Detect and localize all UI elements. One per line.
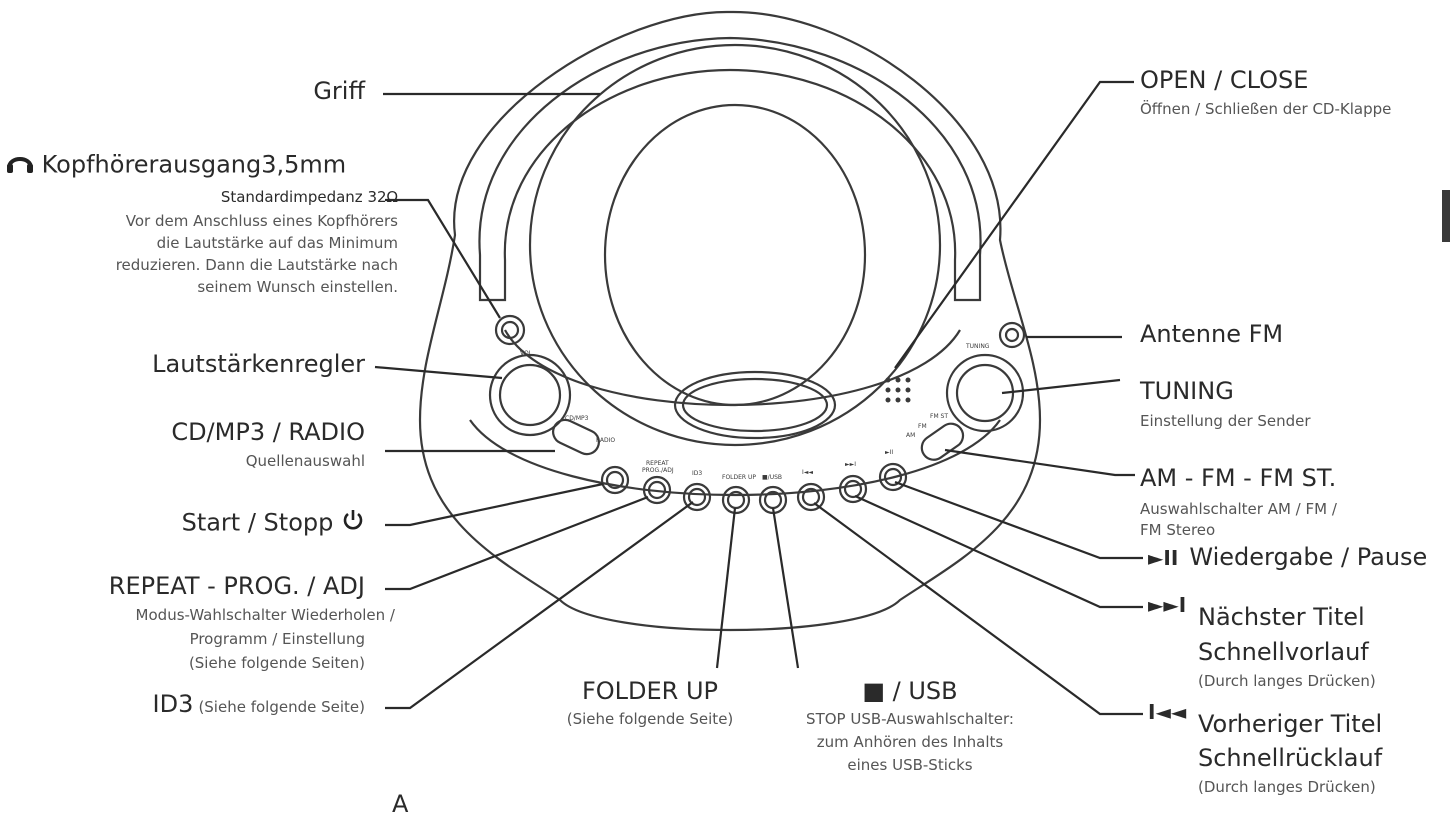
leader-prev <box>813 502 1143 716</box>
front-panel-lower <box>469 419 1001 497</box>
mark-tuning: TUNING <box>965 343 990 350</box>
play-pause-icon: ►II <box>1148 546 1179 570</box>
label-amfm: AM - FM - FM ST. <box>1140 464 1337 492</box>
label-tuning-sub: Einstellung der Sender <box>1140 412 1311 430</box>
cd-lid-inner <box>603 103 867 407</box>
mark-prog: PROG./ADJ <box>642 467 674 474</box>
label-usb-sub2: zum Anhören des Inhalts <box>816 733 1004 751</box>
label-open: OPEN / CLOSE <box>1140 66 1309 94</box>
leader-next <box>854 494 1143 609</box>
next-button <box>838 474 868 504</box>
repeat-button <box>642 475 672 505</box>
label-prev-symbol: I◄◄ <box>1148 700 1186 724</box>
mark-fmst: FM ST <box>930 413 948 420</box>
label-id3: ID3 (Siehe folgende Seite) <box>152 690 365 718</box>
label-kopfhoerer-sub3: die Lautstärke auf das Minimum <box>156 234 398 252</box>
handle-outline <box>478 36 982 302</box>
tuning-knob <box>945 353 1025 433</box>
label-kopfhoerer: Kopfhörerausgang3,5mm <box>6 150 386 181</box>
label-repeat-sub3: (Siehe folgende Seiten) <box>188 654 365 672</box>
mark-vol: VOL <box>520 350 533 357</box>
label-open-sub: Öffnen / Schließen der CD-Klappe <box>1140 100 1392 118</box>
label-kopfhoerer-sub5: seinem Wunsch einstellen. <box>197 278 398 296</box>
label-antenne: Antenne FM <box>1140 320 1284 348</box>
headphone-jack <box>494 314 526 346</box>
label-amfm-sub1: Auswahlschalter AM / FM / <box>1140 500 1337 518</box>
leader-open <box>894 80 1134 369</box>
mark-fm: FM <box>918 423 927 430</box>
leader-repeat <box>385 495 649 591</box>
label-usb-sub1: STOP USB-Auswahlschalter: <box>806 710 1014 728</box>
leader-amfm <box>944 448 1135 477</box>
id3-button <box>682 482 712 512</box>
leader-kopfhoerer <box>385 198 501 319</box>
label-startstopp: Start / Stopp <box>182 508 365 539</box>
label-griff: Griff <box>313 77 365 105</box>
prev-button <box>796 482 826 512</box>
label-folder-sub: (Siehe folgende Seite) <box>566 710 734 728</box>
front-panel-arc <box>504 329 961 407</box>
label-lautstaerke: Lautstärkenregler <box>152 350 365 378</box>
label-next1: Nächster Titel <box>1198 603 1365 631</box>
label-next2: Schnellvorlauf <box>1198 638 1369 666</box>
mark-am: AM <box>906 432 915 439</box>
mark-id3: ID3 <box>692 470 702 477</box>
mark-prev: I◄◄ <box>802 469 813 476</box>
label-prev2: Schnellrücklauf <box>1198 744 1383 772</box>
play-button <box>878 462 908 492</box>
leader-play <box>894 480 1143 560</box>
leader-tuning <box>1001 378 1121 395</box>
label-bottom-partial: A <box>392 790 409 818</box>
label-next-symbol: ►►I <box>1148 593 1186 617</box>
label-prev1: Vorheriger Titel <box>1198 710 1383 738</box>
mark-play: ►II <box>885 449 893 456</box>
source-switch <box>552 418 600 456</box>
device-body-outline <box>418 10 1042 632</box>
leader-folder <box>715 507 737 669</box>
power-button <box>600 465 630 495</box>
label-kopfhoerer-sub1: Standardimpedanz 32Ω <box>220 188 398 206</box>
speaker-grille <box>885 377 911 403</box>
label-next3: (Durch langes Drücken) <box>1198 672 1376 690</box>
label-prev3: (Durch langes Drücken) <box>1198 778 1376 796</box>
label-usb-sub3: eines USB-Sticks <box>847 756 973 774</box>
mark-repeat: REPEAT <box>646 460 669 467</box>
label-kopfhoerer-sub2: Vor dem Anschluss eines Kopfhörers <box>125 212 398 230</box>
mark-usb: ■/USB <box>762 474 782 481</box>
antenna-jack <box>998 321 1026 349</box>
label-play: ►II Wiedergabe / Pause <box>1148 543 1428 571</box>
prev-track-icon: I◄◄ <box>1148 700 1187 724</box>
page-edge-tab <box>1442 190 1450 242</box>
leader-lautstaerke <box>374 365 503 380</box>
label-amfm-sub2: FM Stereo <box>1140 521 1216 539</box>
power-icon <box>341 508 365 539</box>
leader-startstopp <box>385 482 604 527</box>
mark-radio: RADIO <box>596 437 615 444</box>
label-usb: ■ / USB <box>862 677 958 705</box>
next-track-icon: ►►I <box>1148 593 1187 617</box>
label-kopfhoerer-sub4: reduzieren. Dann die Lautstärke nach <box>115 256 398 274</box>
cd-lid-outer <box>528 43 942 447</box>
folder-button <box>721 485 751 515</box>
label-repeat-sub1: Modus-Wahlschalter Wiederholen / <box>135 606 395 624</box>
label-cdmp3: CD/MP3 / RADIO <box>171 418 365 446</box>
label-tuning: TUNING <box>1140 377 1234 405</box>
label-repeat: REPEAT - PROG. / ADJ <box>108 572 365 600</box>
volume-knob <box>488 353 572 437</box>
label-cdmp3-sub: Quellenauswahl <box>245 452 365 470</box>
leader-usb <box>771 507 800 669</box>
headphone-icon <box>6 150 34 181</box>
mark-next: ►►I <box>845 461 856 468</box>
label-folder: FOLDER UP <box>581 677 719 705</box>
display-window <box>673 370 837 440</box>
mark-cdmp3: CD/MP3 <box>565 415 589 422</box>
leader-id3 <box>385 501 694 710</box>
mark-folder: FOLDER UP <box>722 474 756 481</box>
label-repeat-sub2: Programm / Einstellung <box>189 630 365 648</box>
